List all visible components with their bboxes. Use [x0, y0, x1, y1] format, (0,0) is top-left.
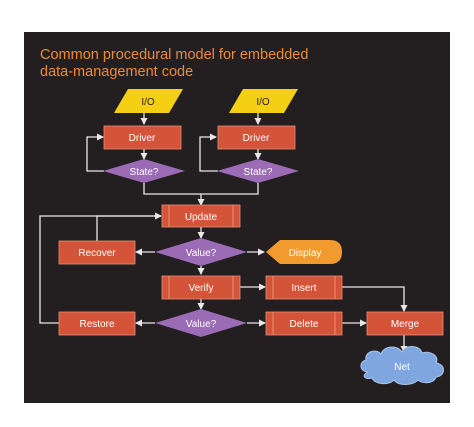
driver-node-left-label: Driver	[129, 133, 156, 144]
io-node-right: I/O	[229, 89, 298, 113]
io-node-left: I/O	[114, 89, 183, 113]
recover-node-label: Recover	[78, 248, 116, 259]
state-decision-left: State?	[103, 159, 185, 183]
update-node-label: Update	[185, 212, 218, 223]
delete-node-label: Delete	[290, 319, 319, 330]
state-decision-right-label: State?	[244, 167, 273, 178]
net-cloud-node: Net	[360, 346, 444, 385]
verify-node-label: Verify	[188, 283, 213, 294]
diagram-title-line2: data-management code	[40, 64, 193, 80]
display-node-label: Display	[289, 248, 322, 259]
merge-node: Merge	[366, 311, 444, 336]
display-node: Display	[266, 240, 342, 264]
state-decision-left-label: State?	[130, 167, 159, 178]
restore-node-label: Restore	[79, 319, 114, 330]
value-decision-top-label: Value?	[186, 248, 217, 259]
value-decision-bottom-label: Value?	[186, 319, 217, 330]
merge-node-label: Merge	[391, 319, 420, 330]
io-node-left-label: I/O	[141, 97, 155, 108]
value-decision-bottom: Value?	[155, 309, 247, 337]
recover-node: Recover	[58, 240, 136, 265]
io-node-right-label: I/O	[256, 97, 270, 108]
verify-node: Verify	[161, 275, 241, 300]
net-cloud-node-label: Net	[394, 362, 410, 373]
connector-lines	[39, 113, 408, 353]
diagram-title-line1: Common procedural model for embedded	[40, 47, 308, 63]
insert-node: Insert	[265, 275, 343, 300]
driver-node-left: Driver	[103, 125, 182, 150]
driver-node-right-label: Driver	[243, 133, 270, 144]
insert-node-label: Insert	[291, 283, 316, 294]
state-decision-right: State?	[217, 159, 299, 183]
restore-node: Restore	[58, 311, 136, 336]
delete-node: Delete	[265, 311, 343, 336]
update-node: Update	[161, 204, 241, 228]
value-decision-top: Value?	[155, 238, 247, 266]
driver-node-right: Driver	[217, 125, 296, 150]
